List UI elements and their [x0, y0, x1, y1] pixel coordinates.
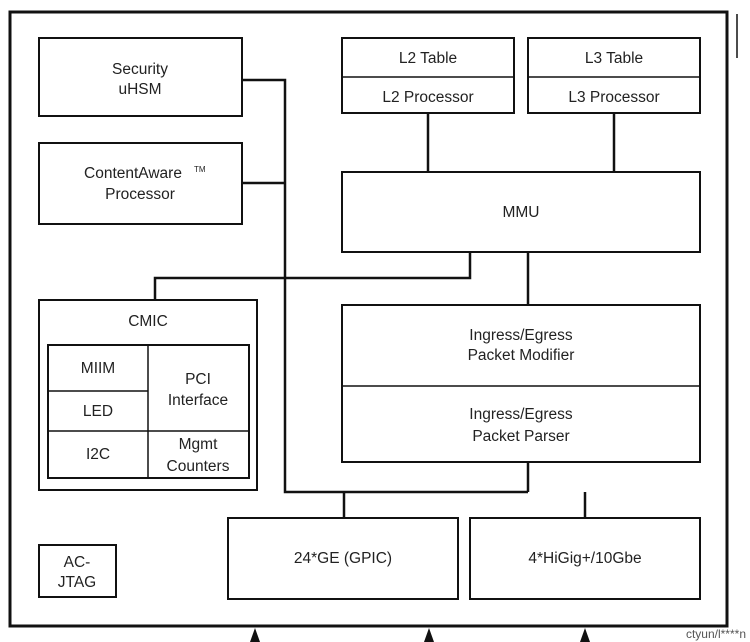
l3-table-label: L3 Table — [585, 50, 643, 67]
security-uhsm-block: Security uHSM — [38, 37, 243, 117]
higig-label: 4*HiGig+/10Gbe — [528, 550, 641, 567]
io-arrows — [250, 628, 590, 642]
parser-line1: Ingress/Egress — [469, 406, 573, 423]
mmu-label: MMU — [502, 204, 539, 221]
cmic-title: CMIC — [128, 313, 168, 330]
mgmt-label: Mgmt — [179, 436, 218, 453]
l2-block: L2 Table L2 Processor — [341, 37, 515, 114]
interconnect-wires — [153, 78, 616, 518]
l2-table-label: L2 Table — [399, 50, 457, 67]
l3-block: L3 Table L3 Processor — [527, 37, 701, 114]
watermark-text: ctyun/l****n — [686, 627, 746, 641]
contentaware-label: ContentAware — [84, 165, 182, 182]
parser-line2: Packet Parser — [472, 428, 569, 445]
uhsm-label: uHSM — [118, 81, 161, 98]
ac-label: AC- — [64, 554, 91, 571]
higig-block: 4*HiGig+/10Gbe — [469, 517, 701, 600]
cmic-block: CMIC MIIM LED I2C PCI Interface Mgmt Cou… — [38, 299, 258, 491]
pci-label: PCI — [185, 371, 211, 388]
up-arrow-icon — [580, 628, 590, 642]
l3-processor-label: L3 Processor — [568, 89, 659, 106]
modifier-line1: Ingress/Egress — [469, 327, 573, 344]
contentaware-processor-block: ContentAware TM Processor — [38, 142, 243, 225]
processor-label: Processor — [105, 186, 175, 203]
security-label: Security — [112, 61, 168, 78]
gpic-label: 24*GE (GPIC) — [294, 550, 392, 567]
led-label: LED — [83, 403, 113, 420]
gpic-block: 24*GE (GPIC) — [227, 517, 459, 600]
counters-label: Counters — [167, 458, 230, 475]
i2c-label: I2C — [86, 446, 110, 463]
jtag-label: JTAG — [58, 574, 96, 591]
up-arrow-icon — [250, 628, 260, 642]
packet-pipeline-block: Ingress/Egress Packet Modifier Ingress/E… — [341, 304, 701, 463]
modifier-line2: Packet Modifier — [468, 347, 575, 364]
miim-label: MIIM — [81, 360, 115, 377]
up-arrow-icon — [424, 628, 434, 642]
ac-jtag-block: AC- JTAG — [38, 544, 117, 598]
trademark-mark: TM — [194, 165, 206, 174]
l2-processor-label: L2 Processor — [382, 89, 473, 106]
interface-label: Interface — [168, 392, 228, 409]
mmu-block: MMU — [341, 171, 701, 253]
